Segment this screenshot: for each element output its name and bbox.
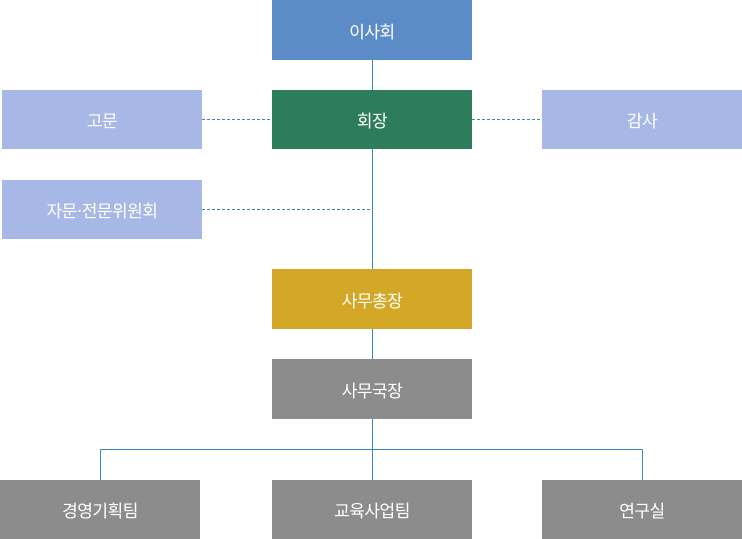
director-general-box: 사무국장 — [272, 359, 472, 419]
chairman-box: 회장 — [272, 90, 472, 149]
team-box-planning: 경영기획팀 — [0, 480, 200, 539]
team-box-research: 연구실 — [542, 480, 742, 539]
auditor-box: 감사 — [542, 90, 742, 149]
secretary-general-box: 사무총장 — [272, 269, 472, 329]
advisory-committee-box: 자문·전문위원회 — [2, 180, 202, 239]
team-box-education: 교육사업팀 — [272, 480, 472, 539]
board-box: 이사회 — [272, 0, 472, 60]
advisor-box: 고문 — [2, 90, 202, 149]
